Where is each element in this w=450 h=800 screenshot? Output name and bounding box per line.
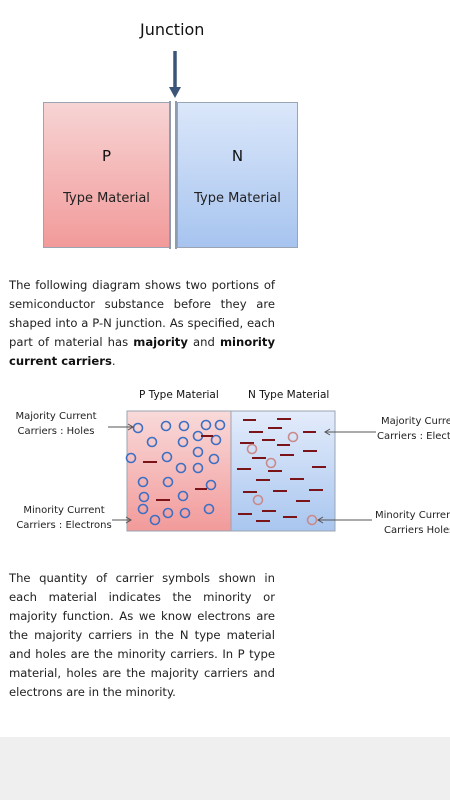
intro-paragraph: The following diagram shows two portions… [9, 276, 275, 371]
n-type-label: Type Material [194, 191, 281, 206]
n-letter: N [231, 147, 244, 165]
pointer-lines [108, 423, 376, 524]
right-majority-line1: Majority Curre [381, 416, 450, 427]
right-minority-line2: Carriers Holes [384, 525, 450, 536]
n-type-block: N Type Material [177, 102, 298, 248]
n-region [230, 410, 336, 532]
intro-text-and: and [187, 335, 220, 349]
right-majority-line2: Carriers : Electr [377, 431, 450, 442]
left-minority-label: Minority Current Carriers : Electrons [0, 503, 128, 533]
left-minority-line1: Minority Current [23, 505, 105, 516]
left-majority-line2: Carriers : Holes [17, 426, 95, 437]
down-arrow-icon [169, 51, 181, 98]
intro-text-end: . [111, 354, 116, 368]
p-type-block: P Type Material [43, 102, 170, 248]
n-type-header: N Type Material [248, 389, 330, 401]
n-electrons [237, 418, 326, 522]
right-minority-line1: Minority Curren [375, 510, 450, 521]
left-majority-label: Majority Current Carriers : Holes [0, 409, 112, 439]
right-minority-label: Minority Curren Carriers Holes [375, 508, 450, 538]
bottom-bar [0, 737, 450, 800]
intro-bold-majority: majority [133, 335, 188, 349]
junction-title: Junction [140, 20, 205, 39]
carrier-diagram [108, 410, 376, 532]
p-electrons [143, 435, 213, 501]
left-majority-line1: Majority Current [15, 411, 97, 422]
p-holes [125, 419, 226, 526]
intro-text: The following diagram shows two portions… [9, 278, 275, 349]
n-holes [246, 431, 318, 526]
right-majority-label: Majority Curre Carriers : Electr [377, 414, 450, 444]
p-type-label: Type Material [63, 191, 150, 206]
intro-bold-minority: minority current carriers [9, 335, 276, 368]
p-type-header: P Type Material [139, 389, 219, 401]
p-letter: P [101, 147, 112, 165]
left-minority-line2: Carriers : Electrons [16, 520, 112, 531]
body-paragraph: The quantity of carrier symbols shown in… [9, 571, 275, 699]
junction-line [169, 101, 177, 249]
